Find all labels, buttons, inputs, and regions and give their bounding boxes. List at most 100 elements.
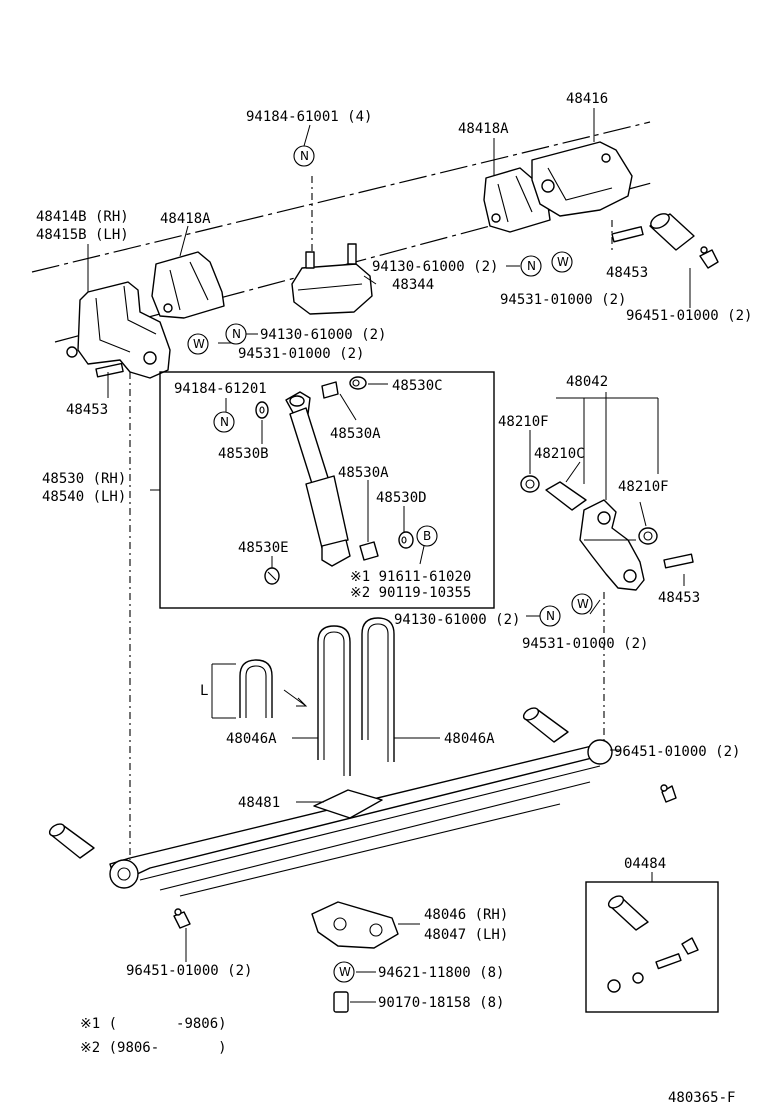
- label-dimension-l: L: [200, 683, 208, 699]
- label-48046a-right: 48046A: [444, 731, 495, 747]
- label-94130-top: 94130-61000 (2): [372, 259, 498, 275]
- label-96451-bottom: 96451-01000 (2): [126, 963, 252, 979]
- bushing-48210f-right: [638, 527, 658, 545]
- bushing-48530a-upper: [321, 381, 339, 399]
- label-48344: 48344: [392, 277, 434, 293]
- bushing-right-end: [522, 707, 569, 743]
- label-48530b: 48530B: [218, 446, 269, 462]
- u-bolt-48046a-right: [361, 617, 395, 762]
- label-94531-left: 94531-01000 (2): [238, 346, 364, 362]
- label-04484: 04484: [624, 856, 666, 872]
- leaf-spring: [109, 739, 613, 897]
- label-48453-middle: 48453: [658, 590, 700, 606]
- bushing-48210f-left: [520, 475, 540, 493]
- leader-lines: [87, 108, 691, 1003]
- label-48416: 48416: [566, 91, 608, 107]
- label-91611-61020: ※1 91611-61020: [350, 569, 471, 585]
- label-94184-61201: 94184-61201: [174, 381, 267, 397]
- svg-text:W: W: [339, 965, 351, 979]
- label-48453-right: 48453: [606, 265, 648, 281]
- label-48530e: 48530E: [238, 540, 289, 556]
- footnote-2: ※2 (9806- ): [80, 1040, 227, 1056]
- label-94184-61001: 94184-61001 (4): [246, 109, 372, 125]
- bolt-48453-left: [95, 362, 124, 378]
- label-48530c: 48530C: [392, 378, 443, 394]
- retainer-48530b: [255, 401, 269, 419]
- bushing-48530a-lower: [359, 541, 379, 561]
- svg-text:W: W: [577, 597, 589, 611]
- grease-fitting-top-right: [699, 246, 719, 269]
- washer-symbol-left: W: [187, 333, 209, 355]
- label-48530a-upper: 48530A: [330, 426, 381, 442]
- retainer-48530e: [264, 567, 280, 585]
- bolt-48453-middle: [663, 553, 694, 569]
- washer-symbol-bottom: W: [333, 961, 355, 983]
- label-90170-18158: 90170-18158 (8): [378, 995, 504, 1011]
- svg-text:N: N: [546, 609, 555, 623]
- grease-fitting-right: [660, 784, 677, 803]
- kit-box-04484: [585, 881, 719, 1013]
- nut-symbol-middle: N: [539, 605, 561, 627]
- label-94531-top: 94531-01000 (2): [500, 292, 626, 308]
- label-96451-right: 96451-01000 (2): [614, 744, 740, 760]
- nut-symbol-top-right: N: [520, 255, 542, 277]
- label-48042: 48042: [566, 374, 608, 390]
- label-48481: 48481: [238, 795, 280, 811]
- spring-seat-pad-48344: [291, 243, 373, 315]
- kit-contents: [607, 895, 699, 993]
- figure-id: 480365-F: [668, 1090, 735, 1106]
- nut-symbol-top: N: [293, 145, 315, 167]
- label-48046-rh: 48046 (RH): [424, 907, 508, 923]
- label-48530-rh: 48530 (RH): [42, 471, 126, 487]
- bushing-left-end: [48, 823, 95, 859]
- footnote-1: ※1 ( -9806): [80, 1016, 227, 1032]
- bushing-48530c: [349, 376, 367, 390]
- label-48210c: 48210C: [534, 446, 585, 462]
- svg-text:N: N: [232, 327, 241, 341]
- svg-text:W: W: [193, 337, 205, 351]
- bushing-top-right: [649, 213, 695, 251]
- nut-90170: [333, 991, 349, 1013]
- svg-text:N: N: [300, 149, 309, 163]
- shock-absorber: [285, 391, 351, 567]
- label-48530a-lower: 48530A: [338, 465, 389, 481]
- spacer-48481: [313, 789, 383, 819]
- svg-text:B: B: [423, 529, 431, 543]
- spring-seat-48046: [311, 901, 399, 949]
- bolt-48453-right: [611, 226, 644, 243]
- washer-symbol-middle: W: [571, 593, 593, 615]
- hanger-bracket-48418a-left: [151, 251, 225, 319]
- u-bolt-48046a-left: [317, 625, 351, 776]
- label-94130-middle: 94130-61000 (2): [394, 612, 520, 628]
- label-48418a-right: 48418A: [458, 121, 509, 137]
- label-90119-10355: ※2 90119-10355: [350, 585, 471, 601]
- label-96451-top: 96451-01000 (2): [626, 308, 752, 324]
- alignment-dashes: [129, 176, 613, 860]
- label-48046a-left: 48046A: [226, 731, 277, 747]
- u-bolt-dimension: [211, 659, 308, 719]
- nut-symbol-left: N: [225, 323, 247, 345]
- label-94621-11800: 94621-11800 (8): [378, 965, 504, 981]
- washer-symbol-top-right: W: [551, 251, 573, 273]
- label-48210f-right: 48210F: [618, 479, 669, 495]
- part-labels: 94184-61001 (4) 48418A 48416 48414B (RH)…: [36, 91, 752, 1106]
- label-48418a-left: 48418A: [160, 211, 211, 227]
- label-48414b: 48414B (RH): [36, 209, 129, 225]
- bushing-48210c: [545, 481, 587, 511]
- bolt-symbol-shock: B: [416, 525, 438, 547]
- rear-hanger-bracket-48416: [531, 141, 633, 217]
- label-94531-middle: 94531-01000 (2): [522, 636, 648, 652]
- label-94130-left: 94130-61000 (2): [260, 327, 386, 343]
- front-hanger-bracket: [66, 281, 171, 379]
- svg-text:N: N: [220, 415, 229, 429]
- nut-symbol-shock: N: [213, 411, 235, 433]
- grease-fitting-left: [173, 908, 191, 929]
- label-48210f-left: 48210F: [498, 414, 549, 430]
- retainer-48530d: [398, 531, 414, 549]
- label-48415b: 48415B (LH): [36, 227, 129, 243]
- label-48453-left: 48453: [66, 402, 108, 418]
- label-48540-lh: 48540 (LH): [42, 489, 126, 505]
- svg-text:N: N: [527, 259, 536, 273]
- svg-text:W: W: [557, 255, 569, 269]
